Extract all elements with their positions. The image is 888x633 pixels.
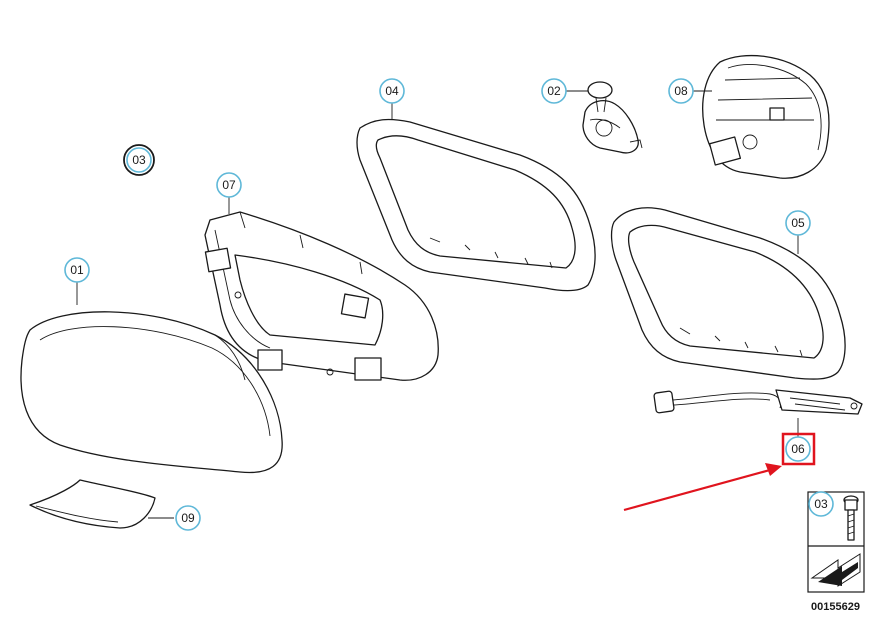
red-pointer-arrow — [623, 463, 782, 512]
callout-06[interactable]: 06 — [781, 432, 816, 466]
part-lower-cover[interactable] — [29, 479, 156, 529]
part-frame-right[interactable] — [610, 207, 846, 380]
callout-09[interactable]: 09 — [175, 505, 201, 531]
svg-text:01: 01 — [70, 263, 84, 277]
svg-text:07: 07 — [222, 178, 236, 192]
callout-06-highlight — [781, 432, 816, 466]
callout-07[interactable]: 07 — [216, 172, 242, 198]
callout-08[interactable]: 08 — [668, 78, 694, 104]
callout-03-inset[interactable]: 03 — [808, 491, 834, 517]
part-actuator[interactable] — [702, 54, 830, 179]
svg-text:08: 08 — [674, 84, 688, 98]
callout-03[interactable]: 03 — [123, 144, 155, 176]
callout-05[interactable]: 05 — [785, 210, 811, 236]
svg-text:06: 06 — [791, 442, 805, 456]
callout-04[interactable]: 04 — [379, 78, 405, 104]
part-frame-left[interactable] — [356, 118, 596, 292]
svg-text:05: 05 — [791, 216, 805, 230]
svg-text:03: 03 — [814, 497, 828, 511]
part-clip[interactable] — [582, 81, 643, 154]
svg-text:09: 09 — [181, 511, 195, 525]
callout-02[interactable]: 02 — [541, 78, 567, 104]
document-number: 00155629 — [811, 601, 860, 613]
svg-text:04: 04 — [385, 84, 399, 98]
part-mirror-cap[interactable] — [20, 311, 283, 474]
svg-text:02: 02 — [547, 84, 561, 98]
direction-arrow-icon — [810, 553, 861, 587]
callout-01[interactable]: 01 — [64, 257, 90, 283]
part-heater-connector[interactable] — [653, 389, 863, 415]
screw-icon — [843, 495, 859, 541]
part-carrier-frame[interactable] — [204, 211, 439, 381]
svg-text:03: 03 — [132, 153, 146, 167]
